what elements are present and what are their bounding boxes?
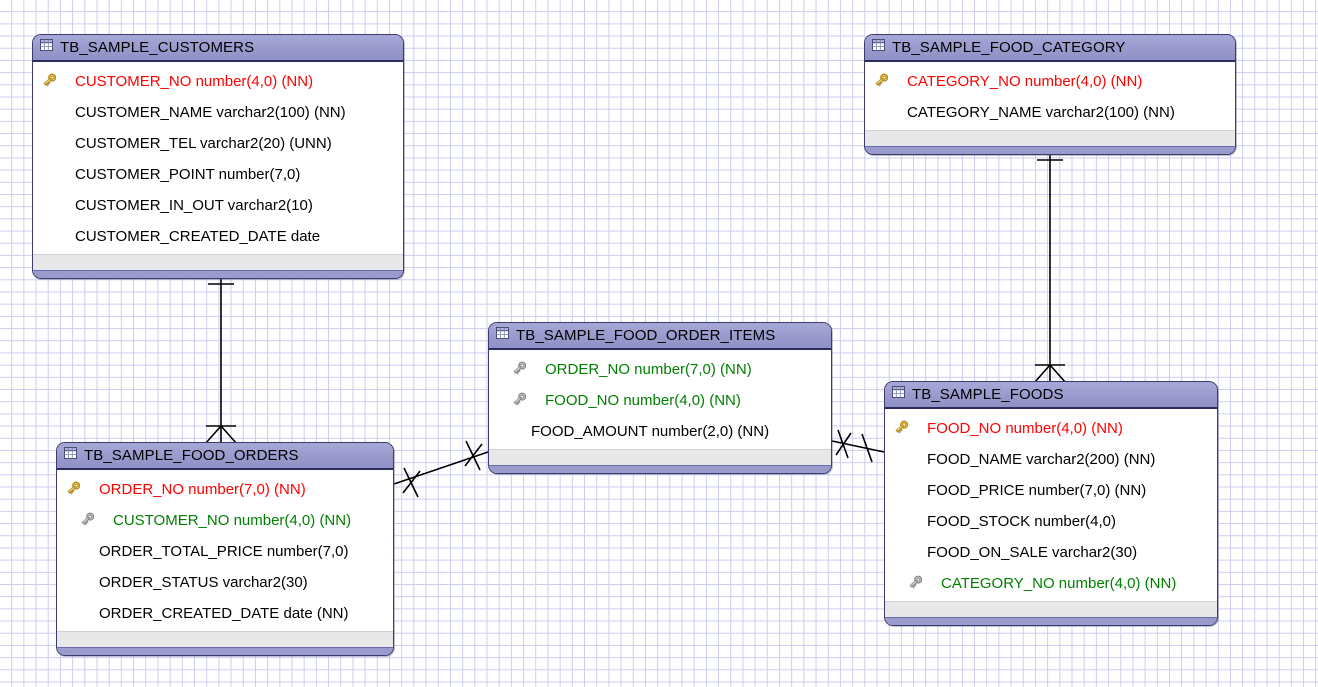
attribute-key-slot xyxy=(39,72,75,92)
entity-title: TB_SAMPLE_FOODS xyxy=(912,385,1064,403)
entity-attribute-list-food_category: CATEGORY_NO number(4,0) (NN) CATEGORY_NAM… xyxy=(865,62,1235,130)
entity-title: TB_SAMPLE_FOOD_ORDER_ITEMS xyxy=(516,326,776,344)
attribute-label: CATEGORY_NO number(4,0) (NN) xyxy=(941,575,1177,592)
attribute-label: CUSTOMER_IN_OUT varchar2(10) xyxy=(75,197,313,214)
entity-header-customers[interactable]: TB_SAMPLE_CUSTOMERS xyxy=(33,35,403,62)
attribute-key-slot xyxy=(871,72,907,92)
attribute-label: ORDER_TOTAL_PRICE number(7,0) xyxy=(99,543,349,560)
attribute-row[interactable]: FOOD_NAME varchar2(200) (NN) xyxy=(891,444,1211,475)
attribute-label: CUSTOMER_CREATED_DATE date xyxy=(75,228,321,245)
attribute-label: CATEGORY_NAME varchar2(100) (NN) xyxy=(907,104,1175,121)
attribute-row[interactable]: CUSTOMER_NO number(4,0) (NN) xyxy=(63,505,387,536)
relationship-customers-food-orders[interactable] xyxy=(204,268,238,445)
attribute-key-slot xyxy=(891,574,941,594)
silver-key-icon xyxy=(511,391,528,411)
entity-food_orders[interactable]: TB_SAMPLE_FOOD_ORDERS ORDER_NO number(7,0… xyxy=(56,442,394,656)
attribute-row[interactable]: ORDER_CREATED_DATE date (NN) xyxy=(63,598,387,629)
entity-footer-strip xyxy=(885,617,1217,625)
entity-footer xyxy=(865,130,1235,146)
entity-header-food_category[interactable]: TB_SAMPLE_FOOD_CATEGORY xyxy=(865,35,1235,62)
entity-title: TB_SAMPLE_CUSTOMERS xyxy=(60,38,255,56)
attribute-row[interactable]: CUSTOMER_NO number(4,0) (NN) xyxy=(39,66,397,97)
attribute-row[interactable]: ORDER_TOTAL_PRICE number(7,0) xyxy=(63,536,387,567)
entity-footer-strip xyxy=(865,146,1235,154)
attribute-row[interactable]: CATEGORY_NO number(4,0) (NN) xyxy=(871,66,1229,97)
attribute-label: CUSTOMER_NO number(4,0) (NN) xyxy=(75,73,314,90)
gold-key-icon xyxy=(893,419,910,439)
attribute-row[interactable]: CUSTOMER_TEL varchar2(20) (UNN) xyxy=(39,128,397,159)
attribute-key-slot xyxy=(495,391,545,411)
gold-key-icon xyxy=(873,72,890,92)
attribute-row[interactable]: FOOD_NO number(4,0) (NN) xyxy=(891,413,1211,444)
attribute-label: CUSTOMER_POINT number(7,0) xyxy=(75,166,301,183)
entity-footer xyxy=(33,254,403,270)
attribute-row[interactable]: FOOD_AMOUNT number(2,0) (NN) xyxy=(495,416,825,447)
attribute-key-slot xyxy=(495,360,545,380)
attribute-row[interactable]: CATEGORY_NO number(4,0) (NN) xyxy=(891,568,1211,599)
silver-key-icon xyxy=(907,574,924,594)
entity-attribute-list-food_order_items: ORDER_NO number(7,0) (NN) FOOD_NO number(… xyxy=(489,350,831,449)
entity-header-food_orders[interactable]: TB_SAMPLE_FOOD_ORDERS xyxy=(57,443,393,470)
relationship-food-category-foods[interactable] xyxy=(1033,145,1067,384)
attribute-row[interactable]: CUSTOMER_POINT number(7,0) xyxy=(39,159,397,190)
attribute-label: CATEGORY_NO number(4,0) (NN) xyxy=(907,73,1143,90)
table-icon xyxy=(872,38,885,56)
attribute-row[interactable]: CUSTOMER_CREATED_DATE date xyxy=(39,221,397,252)
attribute-row[interactable]: CUSTOMER_NAME varchar2(100) (NN) xyxy=(39,97,397,128)
entity-title: TB_SAMPLE_FOOD_CATEGORY xyxy=(892,38,1126,56)
table-icon xyxy=(496,326,509,344)
attribute-label: FOOD_AMOUNT number(2,0) (NN) xyxy=(531,423,770,440)
table-icon xyxy=(40,38,53,56)
attribute-row[interactable]: FOOD_NO number(4,0) (NN) xyxy=(495,385,825,416)
entity-food_order_items[interactable]: TB_SAMPLE_FOOD_ORDER_ITEMS ORDER_NO numbe… xyxy=(488,322,832,474)
entity-footer-strip xyxy=(489,465,831,473)
entity-footer xyxy=(57,631,393,647)
entity-attribute-list-foods: FOOD_NO number(4,0) (NN) FOOD_NAME varcha… xyxy=(885,409,1217,601)
attribute-label: FOOD_ON_SALE varchar2(30) xyxy=(927,544,1138,561)
entity-food_category[interactable]: TB_SAMPLE_FOOD_CATEGORY CATEGORY_NO numbe… xyxy=(864,34,1236,155)
attribute-key-slot xyxy=(63,480,99,500)
entity-footer-strip xyxy=(33,270,403,278)
attribute-row[interactable]: ORDER_STATUS varchar2(30) xyxy=(63,567,387,598)
attribute-label: FOOD_NAME varchar2(200) (NN) xyxy=(927,451,1156,468)
entity-footer xyxy=(885,601,1217,617)
attribute-row[interactable]: FOOD_STOCK number(4,0) xyxy=(891,506,1211,537)
silver-key-icon xyxy=(511,360,528,380)
attribute-label: FOOD_NO number(4,0) (NN) xyxy=(545,392,741,409)
entity-attribute-list-customers: CUSTOMER_NO number(4,0) (NN) CUSTOMER_NAM… xyxy=(33,62,403,254)
attribute-label: CUSTOMER_TEL varchar2(20) (UNN) xyxy=(75,135,332,152)
table-icon xyxy=(64,446,77,464)
silver-key-icon xyxy=(79,511,96,531)
attribute-label: ORDER_CREATED_DATE date (NN) xyxy=(99,605,349,622)
attribute-row[interactable]: FOOD_PRICE number(7,0) (NN) xyxy=(891,475,1211,506)
entity-customers[interactable]: TB_SAMPLE_CUSTOMERS CUSTOMER_NO number(4,… xyxy=(32,34,404,279)
attribute-label: ORDER_NO number(7,0) (NN) xyxy=(545,361,752,378)
attribute-row[interactable]: ORDER_NO number(7,0) (NN) xyxy=(63,474,387,505)
attribute-row[interactable]: FOOD_ON_SALE varchar2(30) xyxy=(891,537,1211,568)
attribute-key-slot xyxy=(891,419,927,439)
attribute-label: FOOD_PRICE number(7,0) (NN) xyxy=(927,482,1147,499)
entity-header-food_order_items[interactable]: TB_SAMPLE_FOOD_ORDER_ITEMS xyxy=(489,323,831,350)
entity-header-foods[interactable]: TB_SAMPLE_FOODS xyxy=(885,382,1217,409)
gold-key-icon xyxy=(65,480,82,500)
attribute-row[interactable]: CATEGORY_NAME varchar2(100) (NN) xyxy=(871,97,1229,128)
attribute-label: CUSTOMER_NAME varchar2(100) (NN) xyxy=(75,104,346,121)
attribute-label: ORDER_NO number(7,0) (NN) xyxy=(99,481,306,498)
table-icon xyxy=(892,385,905,403)
relationship-food-orders-food-order-items[interactable] xyxy=(393,440,489,498)
gold-key-icon xyxy=(41,72,58,92)
attribute-key-slot xyxy=(63,511,113,531)
attribute-row[interactable]: ORDER_NO number(7,0) (NN) xyxy=(495,354,825,385)
attribute-row[interactable]: CUSTOMER_IN_OUT varchar2(10) xyxy=(39,190,397,221)
entity-attribute-list-food_orders: ORDER_NO number(7,0) (NN) CUSTOMER_NO num… xyxy=(57,470,393,631)
entity-footer-strip xyxy=(57,647,393,655)
entity-footer xyxy=(489,449,831,465)
attribute-label: FOOD_STOCK number(4,0) xyxy=(927,513,1116,530)
entity-title: TB_SAMPLE_FOOD_ORDERS xyxy=(84,446,299,464)
attribute-label: ORDER_STATUS varchar2(30) xyxy=(99,574,308,591)
relationship-food-order-items-foods[interactable] xyxy=(831,429,885,463)
attribute-label: FOOD_NO number(4,0) (NN) xyxy=(927,420,1123,437)
attribute-label: CUSTOMER_NO number(4,0) (NN) xyxy=(113,512,352,529)
